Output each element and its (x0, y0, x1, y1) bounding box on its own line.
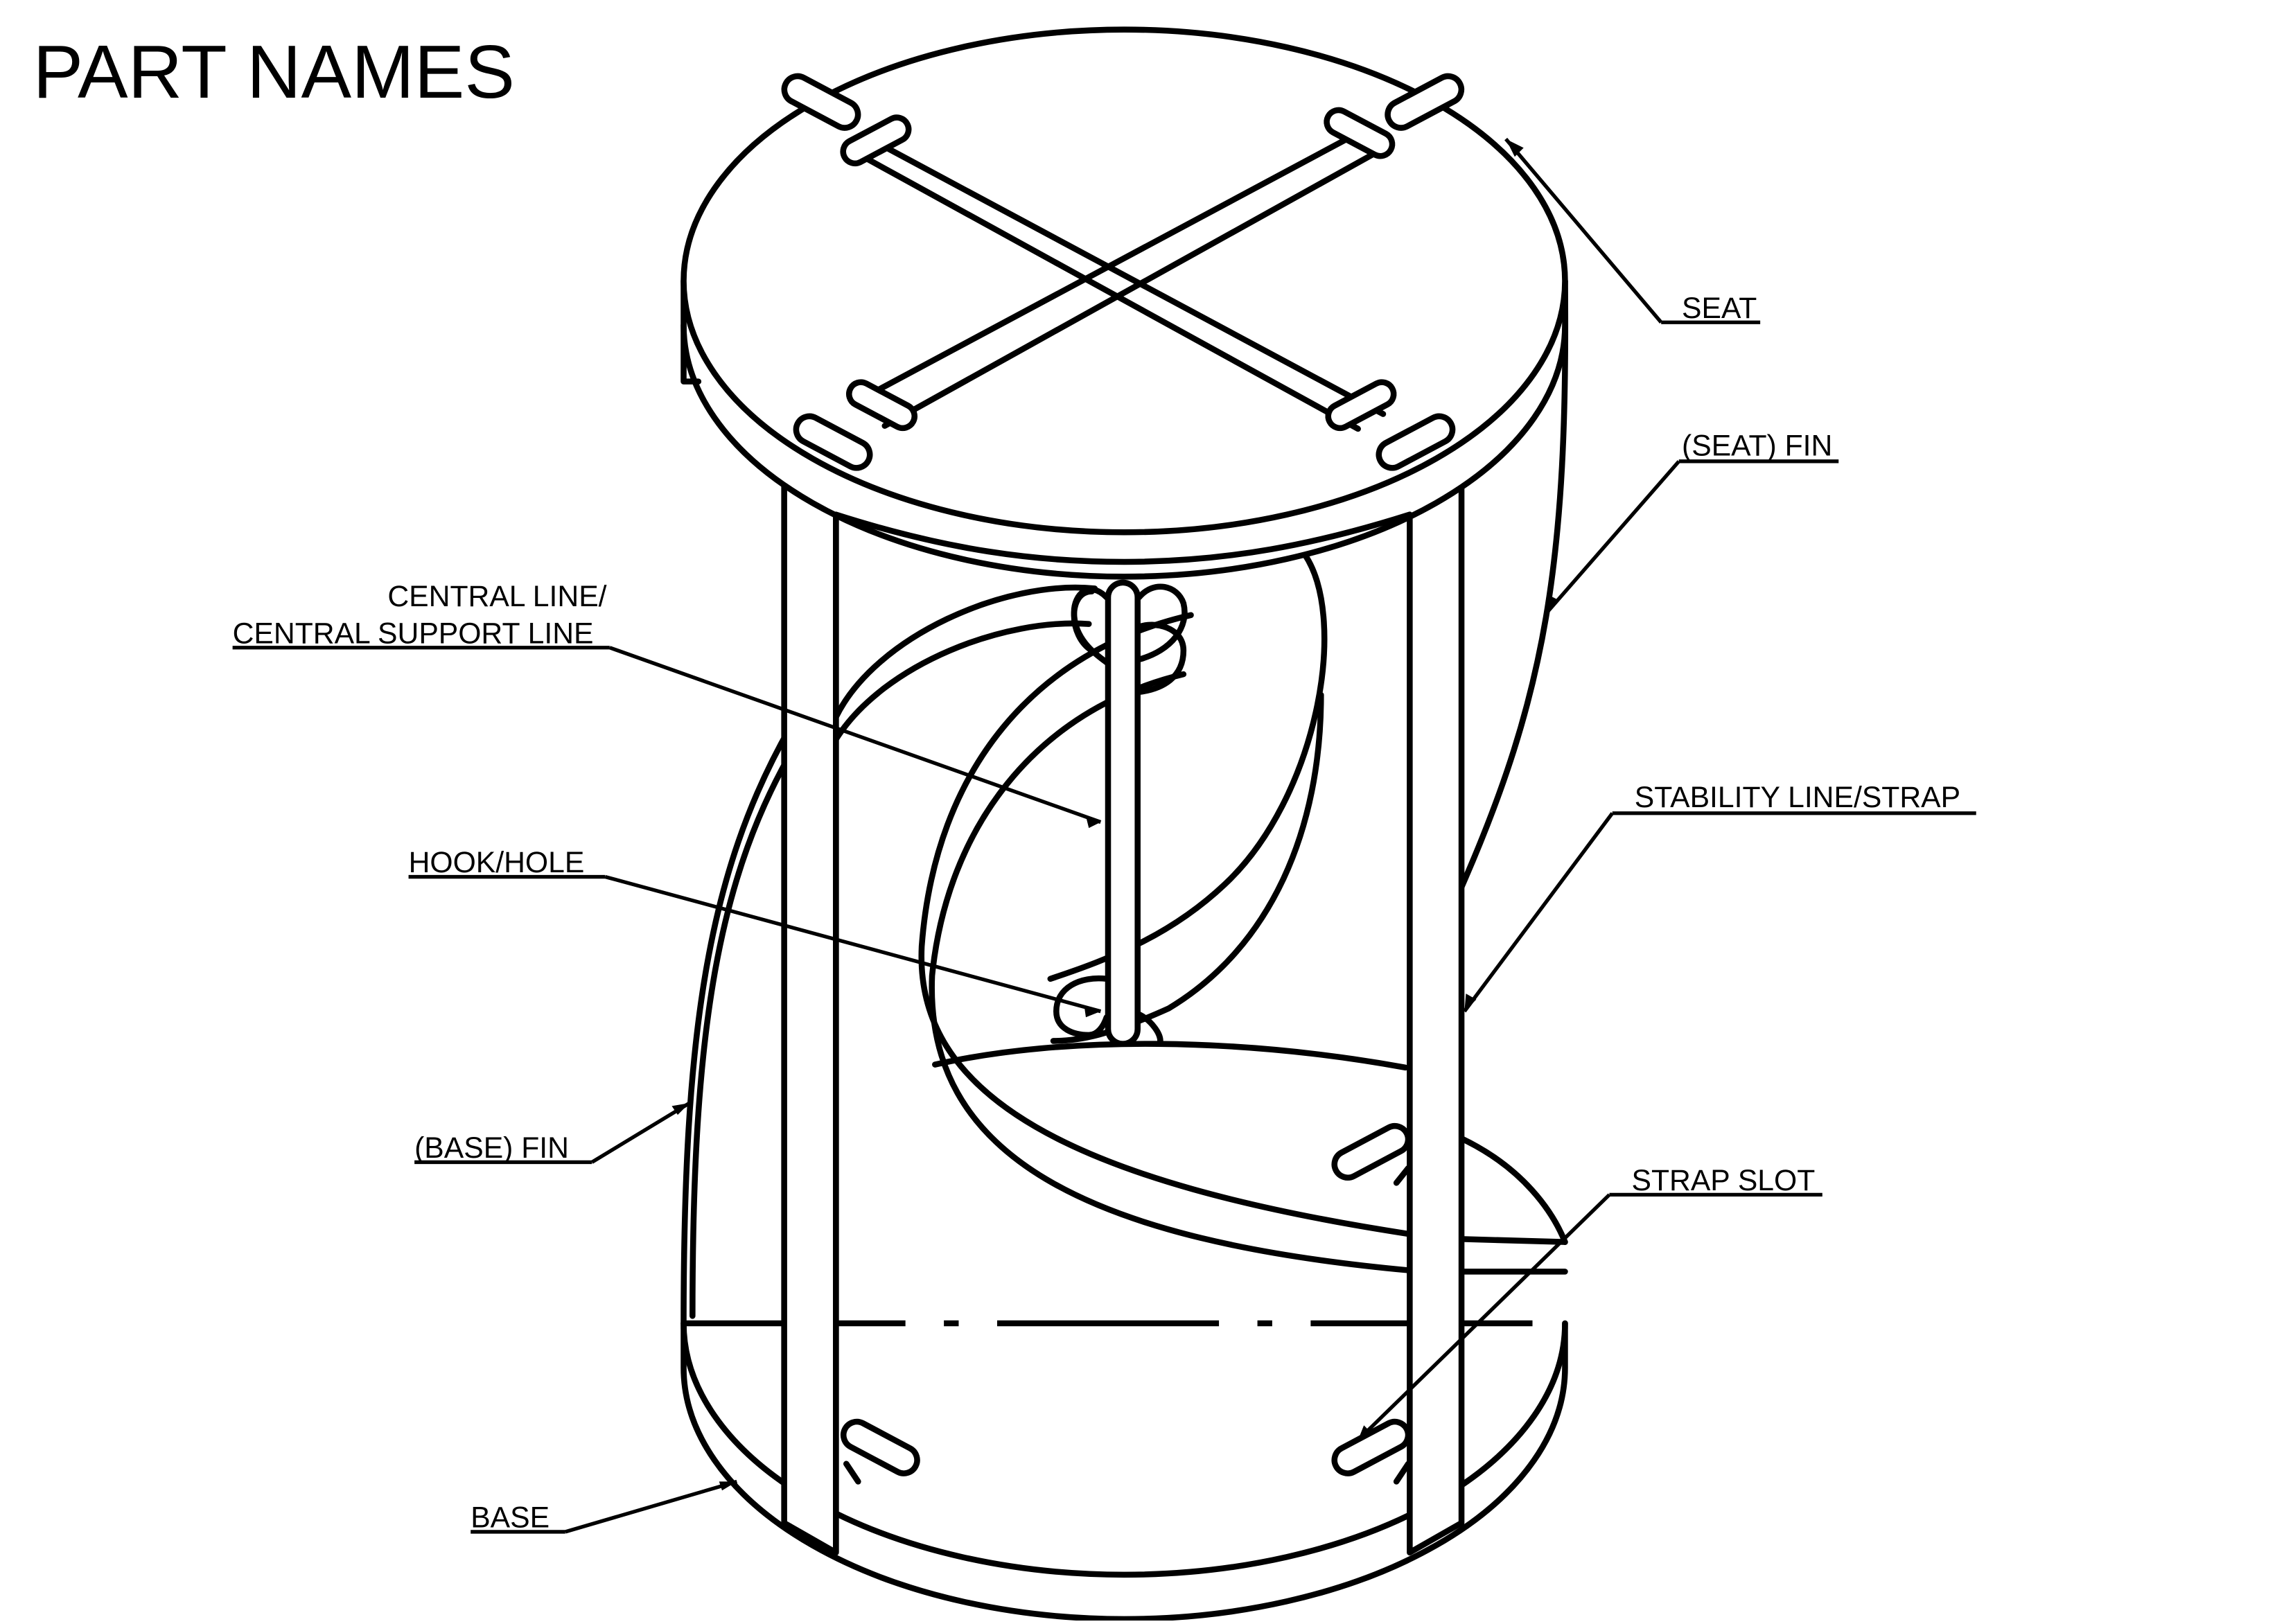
central-support-line (1053, 579, 1188, 1047)
stability-strap-left (781, 434, 839, 1556)
label-hook-hole: HOOK/HOLE (409, 846, 585, 879)
leader-lines (232, 137, 1976, 1534)
label-central-support-line: CENTRAL SUPPORT LINE (233, 617, 594, 650)
label-central-line: CENTRAL LINE/ (387, 580, 606, 613)
stability-strap-right (1407, 434, 1465, 1556)
seat (680, 26, 1568, 580)
central-fin (918, 551, 1568, 1275)
base-strap-slot (840, 1122, 1412, 1485)
label-seat: SEAT (1682, 292, 1757, 325)
label-seat-fin: (SEAT) FIN (1682, 429, 1832, 462)
label-base-fin: (BASE) FIN (414, 1131, 569, 1165)
label-base: BASE (471, 1501, 550, 1535)
seat-strap-slot (781, 73, 1465, 471)
base-fin (680, 584, 1568, 1327)
label-stability-strap: STABILITY LINE/STRAP (1635, 781, 1960, 814)
seat-fin (1458, 278, 1569, 890)
label-strap-slot: STRAP SLOT (1631, 1164, 1815, 1197)
page-title: PART NAMES (33, 30, 515, 114)
